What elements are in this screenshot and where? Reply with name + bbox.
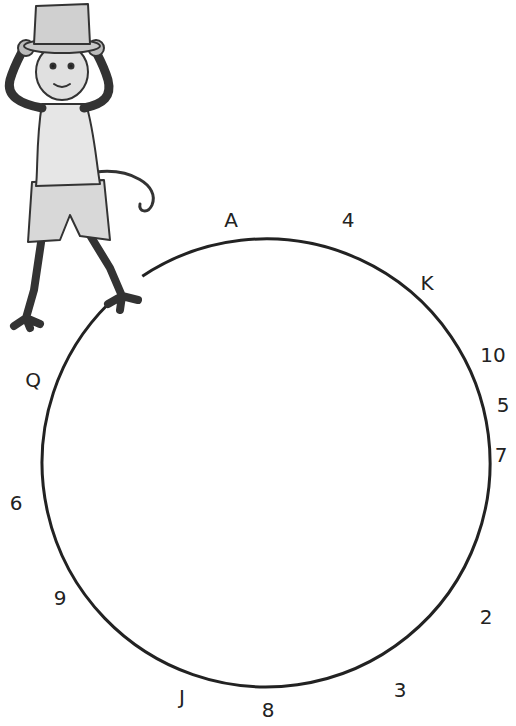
card-rank: J — [179, 687, 185, 707]
card-rank: 2 — [480, 607, 493, 627]
card-rank: 3 — [394, 680, 407, 700]
card-rank: K — [420, 273, 433, 293]
card-rank: 7 — [495, 445, 508, 465]
card-rank: A — [224, 210, 238, 230]
card-rank: 4 — [342, 210, 355, 230]
card-rank: 10 — [480, 345, 505, 365]
card-rank: 5 — [497, 395, 510, 415]
card-rank: 8 — [262, 700, 275, 720]
card-rank: Q — [25, 370, 41, 390]
monkey-figure — [9, 4, 153, 328]
card-rank: 9 — [54, 588, 67, 608]
card-rank: 6 — [10, 493, 23, 513]
